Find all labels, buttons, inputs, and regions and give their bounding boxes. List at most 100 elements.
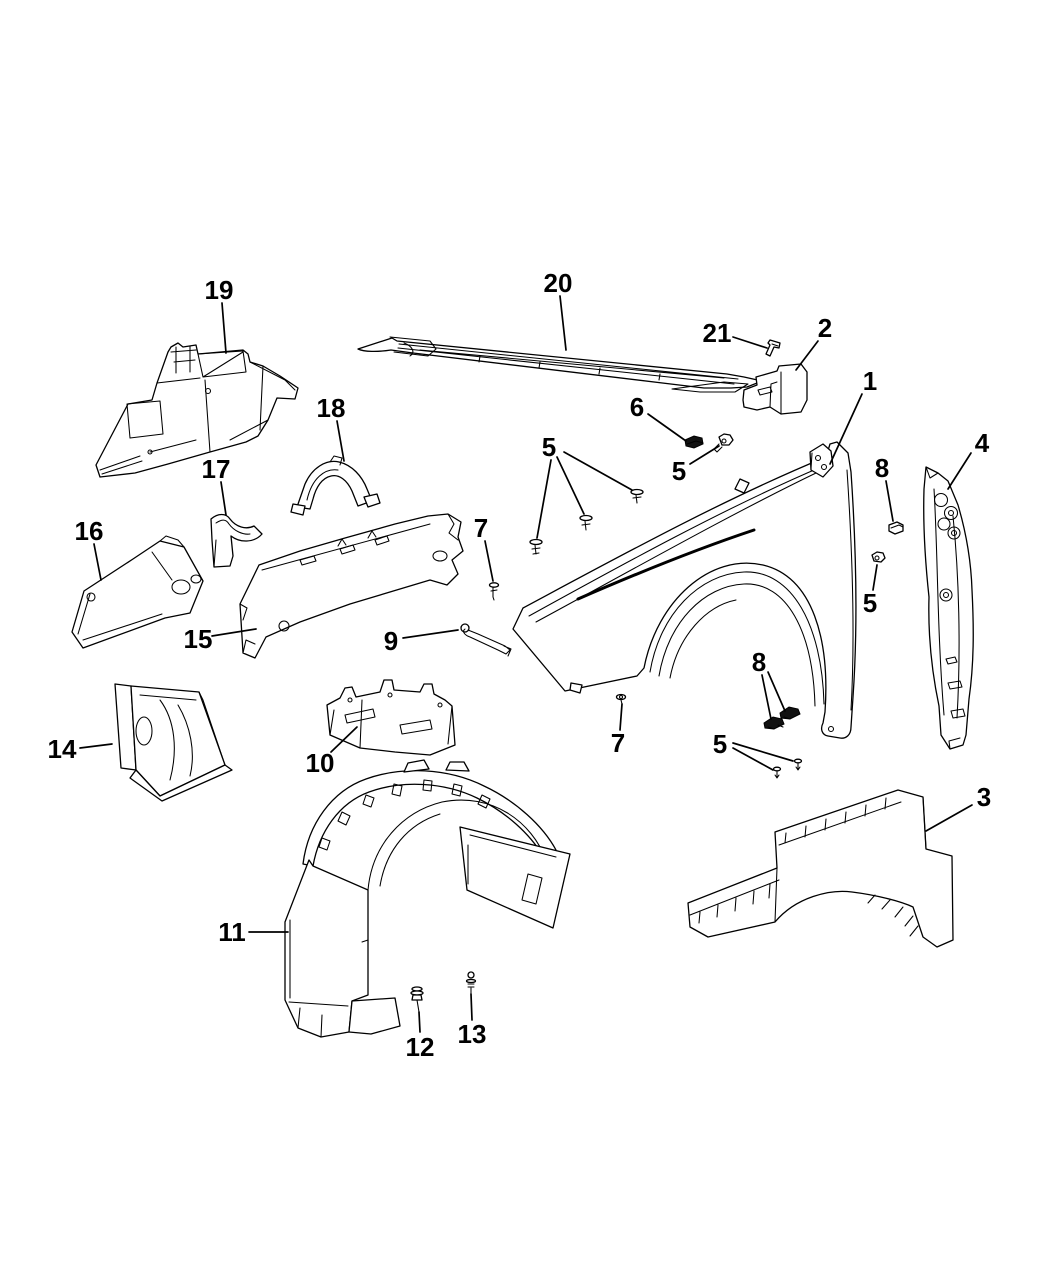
fastener-5-clip-a — [529, 538, 543, 555]
callout-21: 21 — [703, 318, 768, 349]
callout-leader-line — [536, 459, 552, 539]
callout-15: 15 — [184, 624, 257, 654]
callout-4: 4 — [947, 428, 990, 490]
fastener-5-bolt-top — [713, 433, 734, 453]
fastener-5-clip-b — [579, 514, 593, 531]
callout-leader-line — [619, 703, 623, 731]
callout-14: 14 — [48, 734, 113, 764]
callout-label: 21 — [703, 318, 732, 348]
fastener-5-pin-bottom-1 — [772, 766, 782, 779]
callout-label: 19 — [205, 275, 234, 305]
fastener-8-clip-right — [888, 521, 904, 535]
part-10-mounting-bracket — [326, 679, 456, 756]
callout-label: 17 — [202, 454, 231, 484]
fastener-12-push-pin — [410, 986, 424, 1013]
callout-leader-line — [418, 1011, 421, 1033]
fastener-7-pin-upper — [488, 582, 500, 601]
callout-8: 8 — [752, 647, 786, 720]
callout-label: 3 — [977, 782, 991, 812]
callout-label: 18 — [317, 393, 346, 423]
callout-20: 20 — [544, 268, 572, 351]
callout-leader-line — [221, 302, 227, 354]
callout-leader-line — [761, 674, 772, 720]
callout-13: 13 — [458, 993, 486, 1049]
callout-7: 7 — [611, 703, 625, 758]
callout-label: 4 — [975, 428, 990, 458]
callout-label: 5 — [863, 588, 877, 618]
part-2-fender-bracket — [742, 363, 808, 415]
callout-leader-line — [795, 340, 819, 371]
part-9-support-rod — [460, 623, 512, 657]
callout-leader-line — [947, 452, 972, 490]
callout-leader-line — [563, 451, 633, 491]
callout-5: 5 — [863, 564, 878, 618]
callout-leader-line — [732, 336, 768, 349]
callout-1: 1 — [829, 366, 877, 465]
callout-label: 9 — [384, 626, 398, 656]
callout-leader-line — [925, 804, 973, 832]
callout-leader-line — [336, 420, 345, 462]
part-15-lower-rail — [239, 513, 464, 659]
fastener-6-clip — [684, 435, 704, 449]
part-4-fender-reinforcement — [923, 466, 974, 750]
part-1-fender-panel — [512, 441, 857, 739]
callout-label: 14 — [48, 734, 77, 764]
callout-leader-line — [484, 540, 494, 582]
fastener-8-clip-bottom-1 — [763, 716, 785, 730]
callout-label: 5 — [542, 432, 556, 462]
callout-label: 12 — [406, 1032, 435, 1062]
callout-leader-line — [211, 628, 257, 637]
callout-label: 5 — [713, 729, 727, 759]
callout-9: 9 — [384, 626, 459, 656]
callout-leader-line — [556, 456, 585, 515]
callout-8: 8 — [875, 453, 894, 522]
callout-10: 10 — [306, 726, 358, 778]
callout-leader-line — [732, 742, 794, 762]
callout-label: 7 — [611, 728, 625, 758]
fastener-13-push-pin — [465, 971, 477, 995]
callout-label: 11 — [218, 917, 246, 947]
callout-11: 11 — [218, 917, 289, 947]
part-19-apron-panel-assembly — [95, 342, 299, 478]
callout-5: 5 — [713, 729, 794, 771]
callout-label: 8 — [752, 647, 766, 677]
callout-leader-line — [220, 481, 227, 516]
fastener-5-nut-right — [871, 551, 886, 563]
part-18-arch-bracket — [290, 455, 381, 516]
callout-2: 2 — [795, 313, 832, 371]
callout-leader-line — [829, 393, 863, 465]
callout-label: 16 — [75, 516, 104, 546]
callout-leader-line — [330, 726, 358, 753]
callout-5: 5 — [672, 445, 720, 486]
part-11-wheelhouse-liner — [284, 759, 571, 1038]
callout-18: 18 — [317, 393, 346, 462]
callout-label: 15 — [184, 624, 213, 654]
callout-19: 19 — [205, 275, 234, 354]
callout-leader-line — [689, 445, 720, 465]
part-3-insulator-block — [687, 789, 954, 948]
fastener-5-clip-c — [630, 488, 644, 504]
callout-leader-line — [559, 295, 567, 351]
callout-3: 3 — [925, 782, 991, 832]
callout-leader-line — [885, 480, 894, 522]
callout-label: 6 — [630, 392, 644, 422]
callout-leader-line — [872, 564, 878, 591]
callout-6: 6 — [630, 392, 687, 442]
callout-label: 5 — [672, 456, 686, 486]
part-17-support-bracket — [210, 513, 263, 568]
fastener-7-screw-bottom — [615, 693, 627, 705]
callout-leader-line — [79, 743, 113, 749]
part-14-splash-shield — [114, 683, 233, 802]
callout-label: 8 — [875, 453, 889, 483]
callout-leader-line — [647, 413, 687, 442]
callout-12: 12 — [406, 1011, 435, 1062]
callout-leader-line — [470, 993, 473, 1021]
part-16-closure-panel — [71, 535, 204, 649]
callout-leader-line — [767, 671, 786, 712]
fastener-21-screw — [765, 339, 781, 357]
callout-7: 7 — [474, 513, 494, 582]
callout-leader-line — [732, 747, 774, 771]
